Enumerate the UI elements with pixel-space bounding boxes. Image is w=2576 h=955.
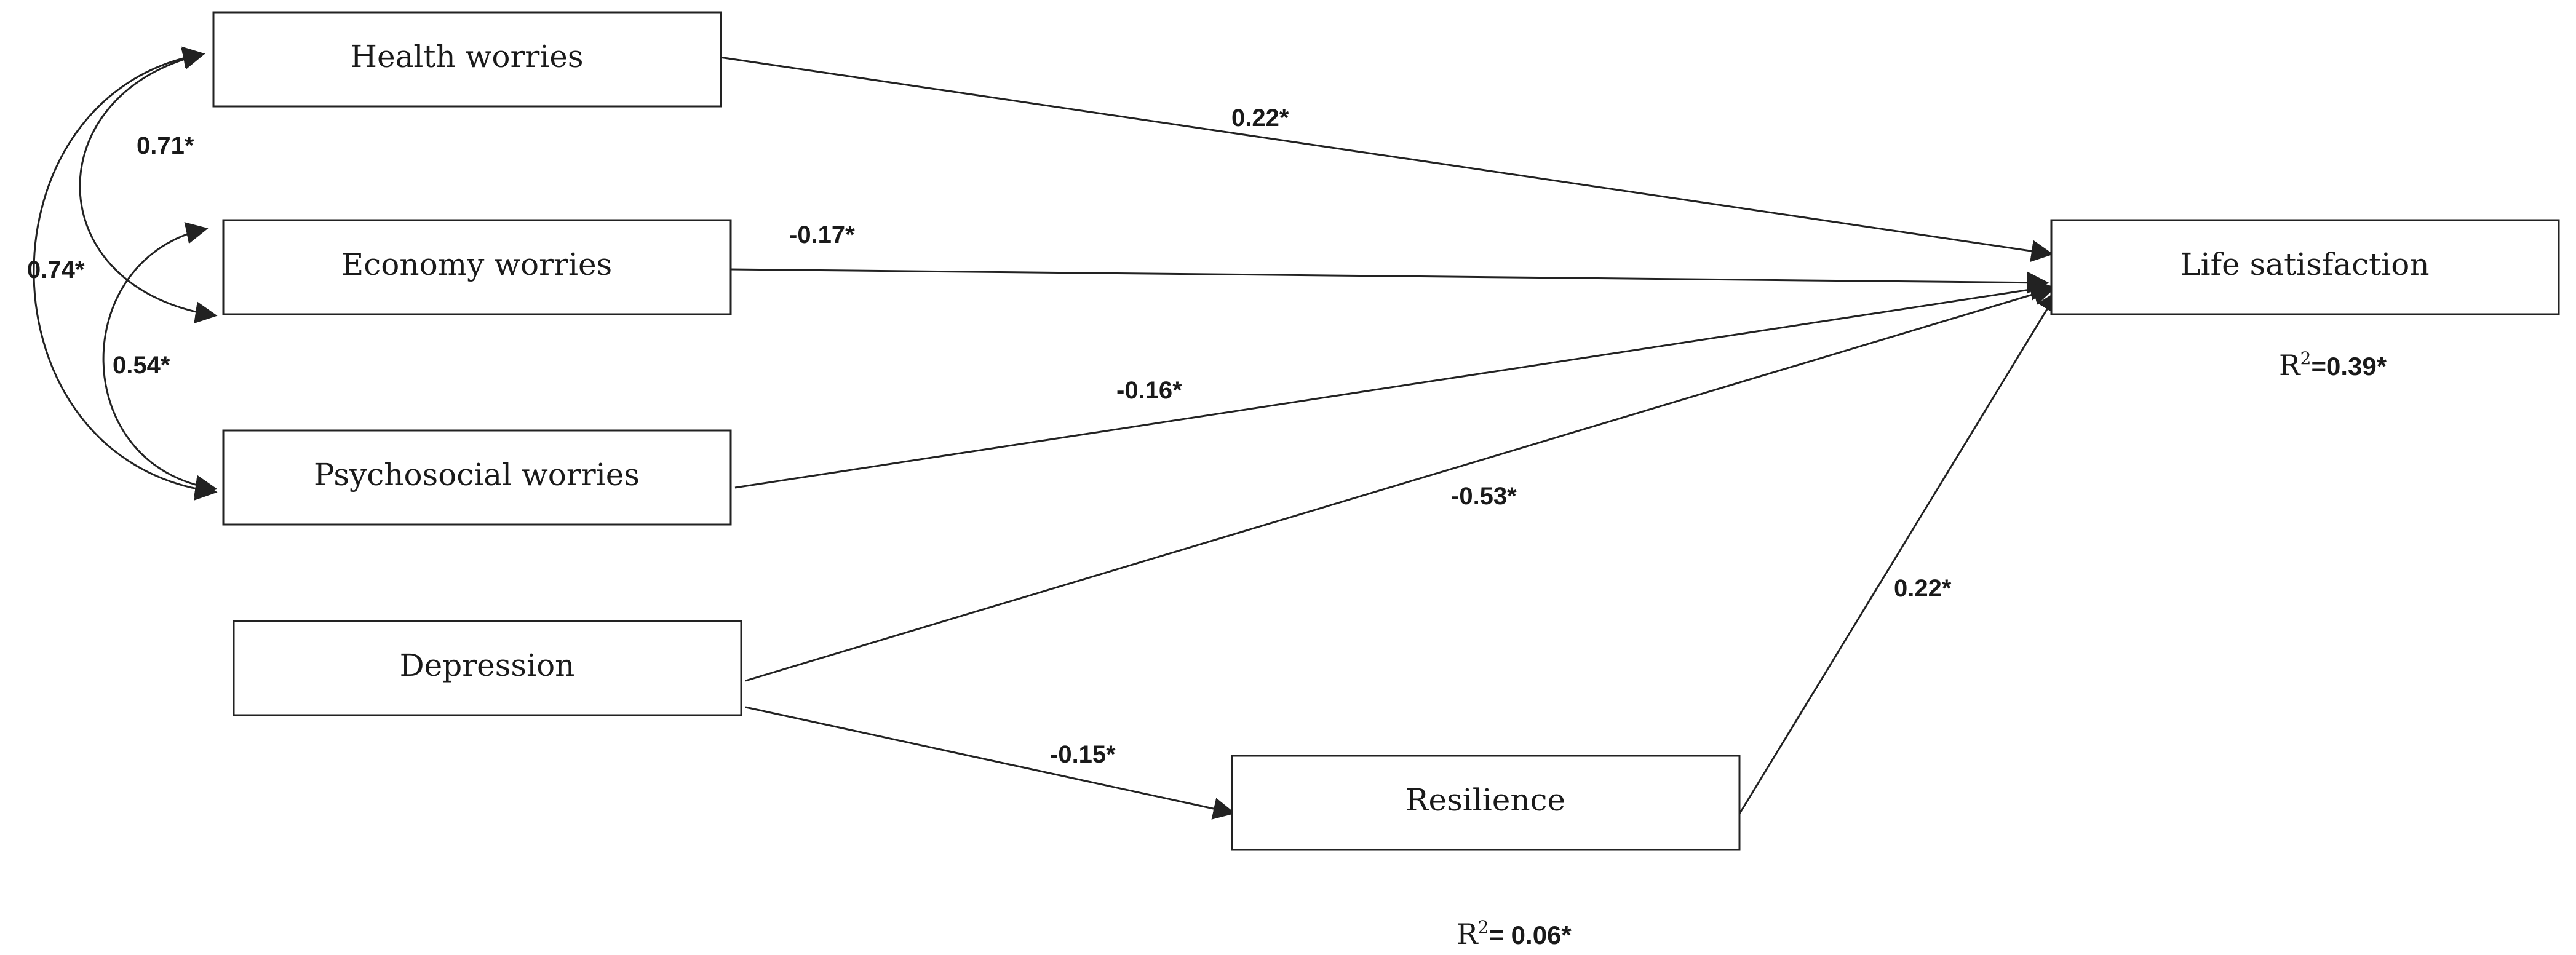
r2-resilience-value: = 0.06*: [1489, 921, 1572, 949]
node-depression-label: Depression: [400, 648, 575, 683]
corr-health-economy: [79, 47, 218, 324]
coef-health-to-life: 0.22*: [1231, 105, 1289, 132]
corr-label-economy-psychosocial: 0.54*: [113, 352, 170, 379]
r2-life-symbol: R: [2279, 349, 2301, 382]
r2-resilience-symbol: R: [1457, 917, 1479, 951]
node-resilience-label: Resilience: [1405, 782, 1565, 818]
coef-resilience-to-life: 0.22*: [1894, 575, 1952, 602]
node-life-satisfaction-label: Life satisfaction: [2180, 247, 2429, 282]
r2-life-value: =0.39*: [2311, 352, 2387, 381]
corr-label-health-economy: 0.71*: [137, 132, 194, 159]
r2-life-satisfaction: R2=0.39*: [2279, 348, 2387, 382]
coef-depression-to-life: -0.53*: [1451, 483, 1517, 510]
coef-depression-to-resilience: -0.15*: [1050, 741, 1116, 768]
edge-psychosocial-to-life: [734, 279, 2053, 489]
coef-psychosocial-to-life: -0.16*: [1116, 377, 1182, 404]
corr-economy-psychosocial: [102, 222, 218, 497]
r2-life-superscript: 2: [2300, 348, 2312, 368]
node-economy-worries-label: Economy worries: [341, 247, 612, 282]
node-resilience: Resilience: [1231, 755, 1741, 851]
r2-resilience: R2= 0.06*: [1457, 917, 1572, 951]
r2-resilience-superscript: 2: [1478, 917, 1489, 937]
node-economy-worries: Economy worries: [222, 219, 732, 315]
corr-label-health-psychosocial: 0.74*: [27, 256, 85, 283]
edge-resilience-to-life: [1738, 290, 2059, 815]
node-life-satisfaction: Life satisfaction: [2050, 219, 2560, 315]
node-psychosocial-worries: Psychosocial worries: [222, 429, 732, 526]
node-health-worries-label: Health worries: [350, 39, 583, 74]
node-psychosocial-worries-label: Psychosocial worries: [314, 457, 640, 493]
node-depression: Depression: [233, 620, 742, 716]
coef-economy-to-life: -0.17*: [789, 221, 855, 248]
edge-depression-to-life: [745, 283, 2056, 682]
edge-depression-to-resilience: [745, 706, 1236, 820]
corr-health-psychosocial: [33, 46, 218, 501]
edge-health-to-life: [719, 56, 2054, 263]
edge-economy-to-life: [730, 268, 2049, 294]
node-health-worries: Health worries: [212, 11, 722, 108]
